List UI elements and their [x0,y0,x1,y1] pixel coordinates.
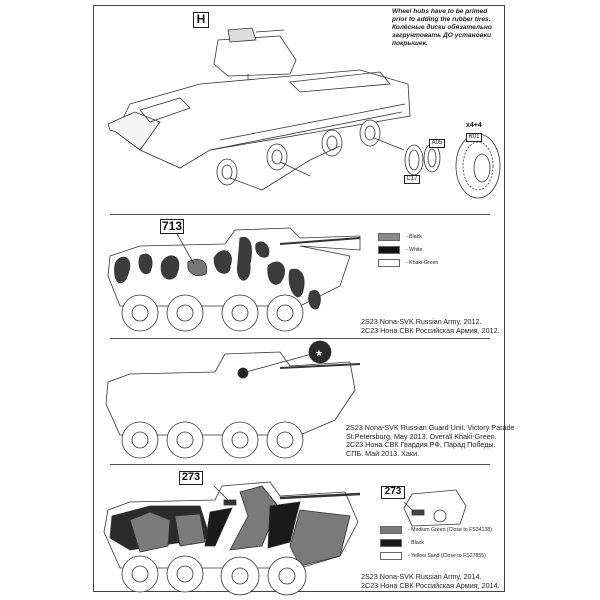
svg-text:★: ★ [315,348,323,358]
scheme-2014-profile [103,481,467,596]
primer-note-en: Wheel hubs have to be primed prior to ad… [392,8,491,23]
color-swatch [378,258,400,267]
legend-label: - Yellow Sand (Close to FS27855) [408,552,486,559]
section-divider-2 [110,338,490,339]
scheme-2013-profile: ★ [105,340,361,459]
hull-number-713: 713 [160,219,184,234]
caption-2014: 2S23 Nona-SVK Russian Army, 2014. 2С23 Н… [361,572,500,590]
legend-2014: - Medium Green (Close to FS34138) - Blac… [380,523,492,562]
caption-en-line-2: St.Petersburg, May 2013. Overall Khaki-G… [346,431,497,441]
step-marker: H [193,12,209,28]
legend-item: - Khaki-Green [378,256,438,269]
caption-ru: 2С23 Нона СВК Российская Армия, 2012. [361,325,500,335]
caption-ru-line-1: 2С23 Нона СВК Гвардия РФ, Парад Победы. [346,440,496,450]
legend-2012: - Black - White - Khaki-Green [378,230,438,269]
color-swatch [380,538,402,547]
part-label-r01: R01 [466,133,482,142]
legend-label: - Black [406,233,422,240]
caption-en: 2S23 Nona-SVK Russian Army, 2014. [361,572,482,581]
primer-note: Wheel hubs have to be primed prior to ad… [392,8,502,48]
caption-ru: 2С23 Нона СВК Российская Армия, 2014. [361,580,500,590]
legend-item: - Black [380,536,492,549]
color-swatch [378,232,400,241]
caption-ru-line-2: СПБ. Май 2013. Хаки. [346,448,420,458]
color-swatch [380,525,402,534]
legend-item: - Black [378,230,438,243]
color-swatch [378,245,400,254]
legend-label: - Black [408,539,424,546]
part-label-a05: A05 [429,139,445,148]
caption-en-line-1: 2S23 Nona-SVK Russian Guard Unit. Victor… [346,423,515,432]
legend-item: - White [378,243,438,256]
primer-note-ru: Колёсные диски обязательно загрунтовать … [392,24,492,47]
caption-2012: 2S23 Nona-SVK Russian Army, 2012. 2С23 Н… [361,317,500,335]
color-swatch [380,551,402,560]
scheme-2012-profile [107,227,361,332]
caption-en: 2S23 Nona-SVK Russian Army, 2012. [361,317,482,326]
legend-label: - White [406,246,423,253]
legend-item: - Medium Green (Close to FS34138) [380,523,492,536]
caption-2013: 2S23 Nona-SVK Russian Guard Unit. Victor… [346,423,515,458]
instruction-sheet-frame [93,5,505,592]
hull-number-273-front: 273 [381,486,405,499]
part-label-c17: C17 [404,175,420,184]
hull-assembly-drawing [107,27,501,199]
legend-label: - Khaki-Green [406,259,439,266]
section-divider-3 [110,464,490,465]
legend-item: - Yellow Sand (Close to FS27855) [380,549,492,562]
hull-number-273: 273 [179,471,203,485]
part-quantity: x4+4 [466,122,482,129]
section-divider-1 [110,214,490,215]
legend-label: - Medium Green (Close to FS34138) [408,526,492,533]
